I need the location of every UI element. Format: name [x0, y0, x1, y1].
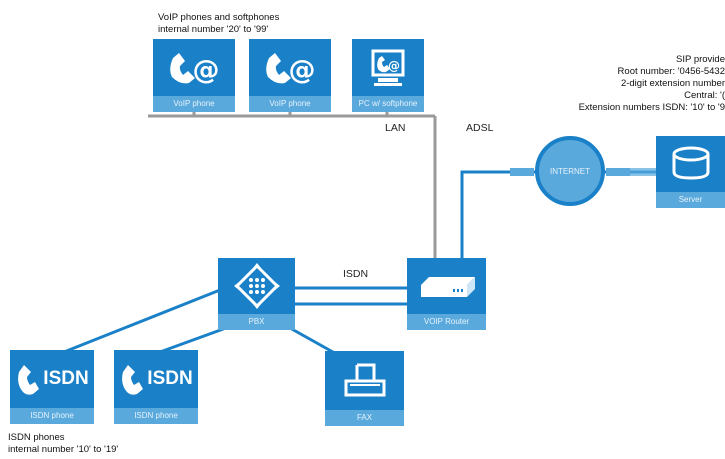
svg-text:@: @: [193, 55, 220, 86]
pbx-icon: [218, 258, 295, 314]
svg-text:@: @: [289, 55, 316, 86]
fax-machine[interactable]: FAX: [325, 351, 404, 426]
voip-phone-2-label: VoIP phone: [249, 96, 331, 112]
isdn-phone-1-label: ISDN phone: [10, 408, 94, 424]
database-icon: [656, 136, 725, 192]
voip-phone-icon: @: [249, 39, 331, 96]
pc-softphone-label: PC w/ softphone: [352, 96, 424, 112]
voip-phone-2[interactable]: @ VoIP phone: [249, 39, 331, 112]
pc-softphone[interactable]: @ PC w/ softphone: [352, 39, 424, 112]
server[interactable]: Server: [656, 136, 725, 208]
isdn-icon-text: ISDN: [43, 368, 89, 389]
fax-label: FAX: [325, 410, 404, 426]
lan-label: LAN: [385, 122, 406, 134]
router-icon: [407, 258, 486, 314]
voip-phone-icon: @: [153, 39, 235, 96]
internet-label: INTERNET: [550, 166, 590, 176]
adsl-label: ADSL: [466, 122, 494, 134]
internet-cloud[interactable]: INTERNET: [535, 136, 605, 206]
server-label: Server: [656, 192, 725, 208]
voip-phone-1[interactable]: @ VoIP phone: [153, 39, 235, 112]
sip-provider-note: SIP provide Root number: '0456-5432 2-di…: [578, 54, 725, 113]
isdn-phone-2-label: ISDN phone: [114, 408, 198, 424]
isdn-phone-icon: ISDN: [10, 350, 94, 408]
pbx-label: PBX: [218, 314, 295, 330]
voip-phone-1-label: VoIP phone: [153, 96, 235, 112]
pc-softphone-icon: @: [352, 39, 424, 96]
isdn-icon-text: ISDN: [147, 368, 193, 389]
pbx[interactable]: PBX: [218, 258, 295, 330]
fax-icon: [325, 351, 404, 410]
voip-router[interactable]: VOIP Router: [407, 258, 486, 330]
isdn-phone-2[interactable]: ISDN ISDN phone: [114, 350, 198, 424]
voip-router-label: VOIP Router: [407, 314, 486, 330]
isdn-phone-1[interactable]: ISDN ISDN phone: [10, 350, 94, 424]
voip-phones-note: VoIP phones and softphones internal numb…: [158, 12, 280, 35]
svg-text:@: @: [388, 59, 400, 73]
isdn-link-label: ISDN: [343, 268, 369, 280]
isdn-phones-note: ISDN phones internal number '10' to '19': [8, 432, 119, 455]
isdn-phone-icon: ISDN: [114, 350, 198, 408]
